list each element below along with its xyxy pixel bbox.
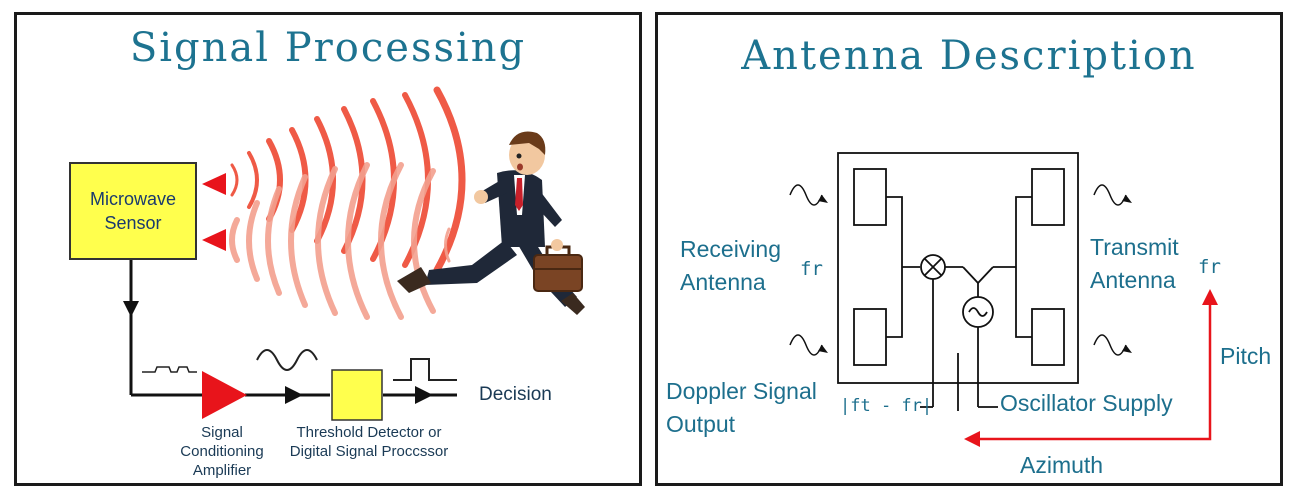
transmit-frequency: fr	[1198, 256, 1221, 278]
rx-wave-bottom	[789, 334, 823, 356]
pitch-label: Pitch	[1220, 343, 1272, 369]
receiving-antenna-label: Receiving Antenna	[680, 236, 781, 295]
rx-patch-top	[853, 168, 887, 226]
microwave-sensor-box: Microwave Sensor	[69, 162, 197, 260]
azimuth-arrowhead	[964, 431, 980, 447]
tx-patch-top	[1031, 168, 1065, 226]
transmit-antenna-label: Transmit Antenna	[1090, 234, 1179, 293]
azimuth-label: Azimuth	[1020, 452, 1104, 478]
detector-label: Threshold Detector or Digital Signal Pro…	[289, 424, 449, 460]
rx-wave-top	[789, 184, 823, 206]
panel-title: Signal Processing	[129, 25, 527, 71]
antenna-circuit	[837, 152, 1079, 411]
signal-processing-diagram	[123, 86, 585, 421]
wave-arrow-upper	[202, 173, 226, 195]
antenna-diagram	[789, 152, 1218, 447]
running-person-illustration	[397, 131, 585, 315]
antenna-description-panel: Antenna Description	[655, 12, 1283, 486]
rx-patch-bottom	[853, 308, 887, 366]
signal-processing-panel: Signal Processing	[14, 12, 642, 486]
panel-title: Antenna Description	[741, 33, 1197, 79]
wave-arrow-lower	[202, 229, 226, 251]
reflected-waves	[229, 162, 451, 320]
tx-wave-bottom	[1093, 334, 1127, 356]
receiving-frequency: fr	[800, 258, 823, 280]
decision-label: Decision	[479, 384, 552, 405]
doppler-formula: |ft - fr|	[840, 396, 933, 416]
tx-patch-bottom	[1031, 308, 1065, 366]
wave-arrowheads	[818, 195, 1132, 353]
pulse-signal-icon	[393, 358, 457, 381]
right-arrow-1	[285, 386, 303, 404]
wave-symbols	[789, 184, 1127, 356]
amplifier-symbol	[202, 371, 247, 419]
detector-box	[331, 369, 383, 421]
noisy-signal-icon	[142, 366, 197, 373]
down-arrow	[123, 301, 139, 317]
orientation-arrows	[976, 301, 1212, 441]
right-arrow-2	[415, 386, 433, 404]
sine-signal-icon	[256, 349, 318, 371]
oscillator-supply-label: Oscillator Supply	[1000, 390, 1173, 416]
tx-wave-top	[1093, 184, 1127, 206]
amplifier-label: Signal Conditioning Amplifier	[180, 424, 264, 479]
pitch-arrowhead	[1202, 289, 1218, 305]
doppler-output-label: Doppler Signal Output	[666, 378, 817, 437]
